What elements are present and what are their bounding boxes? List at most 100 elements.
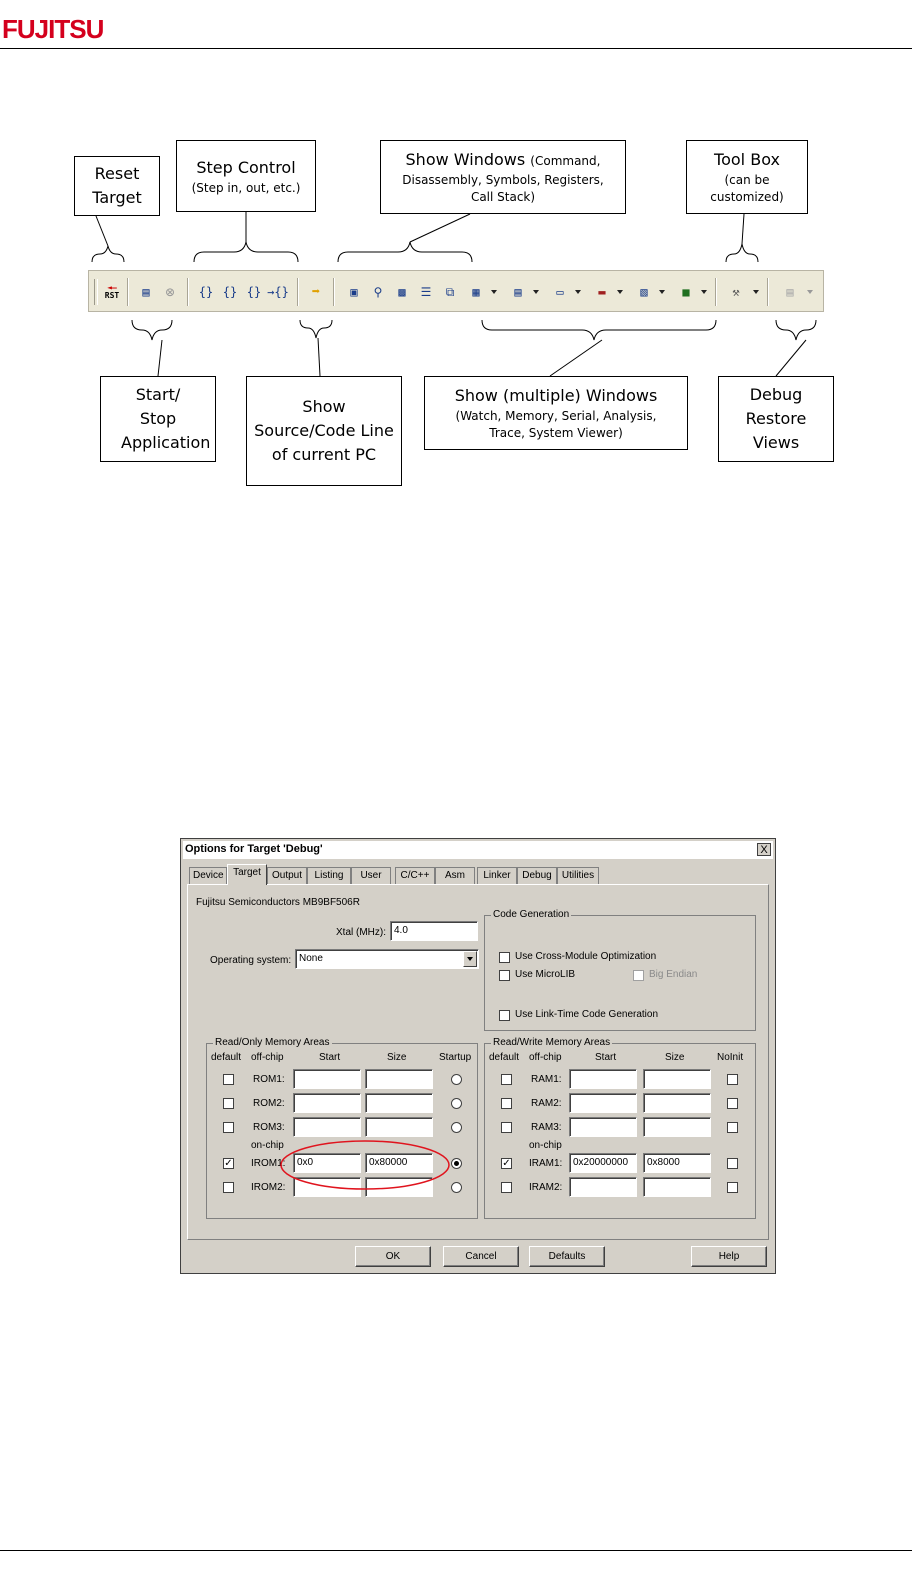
- start-stop-icon[interactable]: ▤: [142, 285, 150, 299]
- ram1-default-checkbox[interactable]: [501, 1074, 512, 1085]
- step-in-icon[interactable]: {}: [198, 285, 214, 299]
- ram2-start-input[interactable]: [569, 1093, 637, 1113]
- rom2-startup-radio[interactable]: [451, 1098, 462, 1109]
- os-select[interactable]: None: [295, 949, 479, 969]
- watch-dropdown-icon[interactable]: [491, 290, 497, 294]
- help-button[interactable]: Help: [691, 1246, 767, 1267]
- stop-icon[interactable]: ⊗: [165, 283, 175, 301]
- iram1-noinit-checkbox[interactable]: [727, 1158, 738, 1169]
- rom3-default-checkbox[interactable]: [223, 1122, 234, 1133]
- chevron-down-icon[interactable]: [463, 951, 477, 967]
- rom2-default-checkbox[interactable]: [223, 1098, 234, 1109]
- ram2-size-input[interactable]: [643, 1093, 711, 1113]
- iram2-size-input[interactable]: [643, 1177, 711, 1197]
- iram1-default-checkbox[interactable]: ✓: [501, 1158, 512, 1169]
- irom1-default-checkbox[interactable]: ✓: [223, 1158, 234, 1169]
- ram1-start-input[interactable]: [569, 1069, 637, 1089]
- step-over-icon[interactable]: {}: [222, 285, 238, 299]
- ram3-default-checkbox[interactable]: [501, 1122, 512, 1133]
- rom2-start-input[interactable]: [293, 1093, 361, 1113]
- dialog-titlebar[interactable]: Options for Target 'Debug' X: [183, 841, 773, 859]
- irom2-default-checkbox[interactable]: [223, 1182, 234, 1193]
- debug-restore-dropdown-icon[interactable]: [807, 290, 813, 294]
- rom1-size-input[interactable]: [365, 1069, 433, 1089]
- tab-target[interactable]: Target: [227, 864, 267, 885]
- cancel-button[interactable]: Cancel: [443, 1246, 519, 1267]
- memory-dropdown-icon[interactable]: [533, 290, 539, 294]
- iram2-default-checkbox[interactable]: [501, 1182, 512, 1193]
- debug-restore-views-icon[interactable]: ▤: [786, 285, 794, 299]
- serial-dropdown-icon[interactable]: [575, 290, 581, 294]
- ram1-size-input[interactable]: [643, 1069, 711, 1089]
- toolbox-dropdown-icon[interactable]: [753, 290, 759, 294]
- irom1-startup-radio[interactable]: [451, 1158, 462, 1169]
- disassembly-window-icon[interactable]: ⚲: [373, 285, 383, 299]
- rom1-startup-radio[interactable]: [451, 1074, 462, 1085]
- link-time-checkbox[interactable]: [499, 1010, 510, 1021]
- tab-label: Debug: [522, 870, 552, 881]
- ram2-default-checkbox[interactable]: [501, 1098, 512, 1109]
- rom1-default-checkbox[interactable]: [223, 1074, 234, 1085]
- defaults-button[interactable]: Defaults: [529, 1246, 605, 1267]
- ram3-size-input[interactable]: [643, 1117, 711, 1137]
- ram1-noinit-checkbox[interactable]: [727, 1074, 738, 1085]
- tab-linker[interactable]: Linker: [477, 867, 517, 884]
- show-pc-icon[interactable]: ➡: [311, 284, 321, 300]
- tab-listing[interactable]: Listing: [307, 867, 351, 884]
- toolbar-grip[interactable]: [94, 279, 98, 305]
- callout-show-windows-sub2: Disassembly, Symbols, Registers,: [402, 173, 604, 187]
- reset-icon[interactable]: ◄—RST: [104, 283, 120, 300]
- callout-toolbox-sub2: customized): [710, 190, 784, 204]
- step-out-icon[interactable]: {}: [246, 285, 262, 299]
- microlib-checkbox[interactable]: [499, 970, 510, 981]
- iram1-start-input[interactable]: 0x20000000: [569, 1153, 637, 1173]
- rom3-size-input[interactable]: [365, 1117, 433, 1137]
- analysis-window-icon[interactable]: ▬: [598, 285, 606, 299]
- xtal-input[interactable]: 4.0: [390, 921, 478, 941]
- toolbar-separator: [297, 278, 299, 306]
- ram3-noinit-checkbox[interactable]: [727, 1122, 738, 1133]
- tab-user[interactable]: User: [351, 867, 391, 884]
- trace-window-icon[interactable]: ▧: [640, 285, 648, 299]
- trace-dropdown-icon[interactable]: [659, 290, 665, 294]
- iram1-size-input[interactable]: 0x8000: [643, 1153, 711, 1173]
- irom1-start-input[interactable]: 0x0: [293, 1153, 361, 1173]
- symbols-window-icon[interactable]: ▩: [398, 285, 406, 299]
- toolbox-icon[interactable]: ⚒: [732, 285, 740, 299]
- rom3-start-input[interactable]: [293, 1117, 361, 1137]
- run-to-cursor-icon[interactable]: →{}: [267, 285, 289, 299]
- irom1-size-input[interactable]: 0x80000: [365, 1153, 433, 1173]
- irom2-startup-radio[interactable]: [451, 1182, 462, 1193]
- command-window-icon[interactable]: ▣: [350, 285, 358, 299]
- rom1-start-input[interactable]: [293, 1069, 361, 1089]
- close-button[interactable]: X: [757, 843, 771, 856]
- call-stack-icon[interactable]: ⧉: [445, 284, 455, 299]
- analysis-dropdown-icon[interactable]: [617, 290, 623, 294]
- tab-output[interactable]: Output: [267, 867, 307, 884]
- rw-header-size: Size: [665, 1052, 685, 1063]
- tab-c-cpp[interactable]: C/C++: [395, 867, 435, 884]
- rom2-size-input[interactable]: [365, 1093, 433, 1113]
- watch-window-icon[interactable]: ▦: [472, 285, 480, 299]
- ok-button[interactable]: OK: [355, 1246, 431, 1267]
- tab-asm[interactable]: Asm: [435, 867, 475, 884]
- iram2-noinit-checkbox[interactable]: [727, 1182, 738, 1193]
- memory-window-icon[interactable]: ▤: [514, 285, 522, 299]
- cross-module-checkbox[interactable]: [499, 952, 510, 963]
- brace-show-multiple: [481, 319, 717, 341]
- big-endian-checkbox[interactable]: [633, 970, 644, 981]
- ram3-start-input[interactable]: [569, 1117, 637, 1137]
- iram1-start: 0x20000000: [573, 1157, 629, 1168]
- system-viewer-icon[interactable]: ■: [682, 285, 690, 299]
- ram2-noinit-checkbox[interactable]: [727, 1098, 738, 1109]
- rom3-startup-radio[interactable]: [451, 1122, 462, 1133]
- read-write-memory-group: Read/Write Memory Areas default off-chip…: [484, 1037, 756, 1219]
- system-viewer-dropdown-icon[interactable]: [701, 290, 707, 294]
- tab-device[interactable]: Device: [189, 867, 227, 884]
- tab-utilities[interactable]: Utilities: [557, 867, 599, 884]
- tab-debug[interactable]: Debug: [517, 867, 557, 884]
- iram2-start-input[interactable]: [569, 1177, 637, 1197]
- serial-window-icon[interactable]: ▭: [556, 285, 564, 299]
- registers-window-icon[interactable]: ☰: [420, 285, 432, 299]
- callout-tool-box: Tool Box (can be customized): [686, 140, 808, 214]
